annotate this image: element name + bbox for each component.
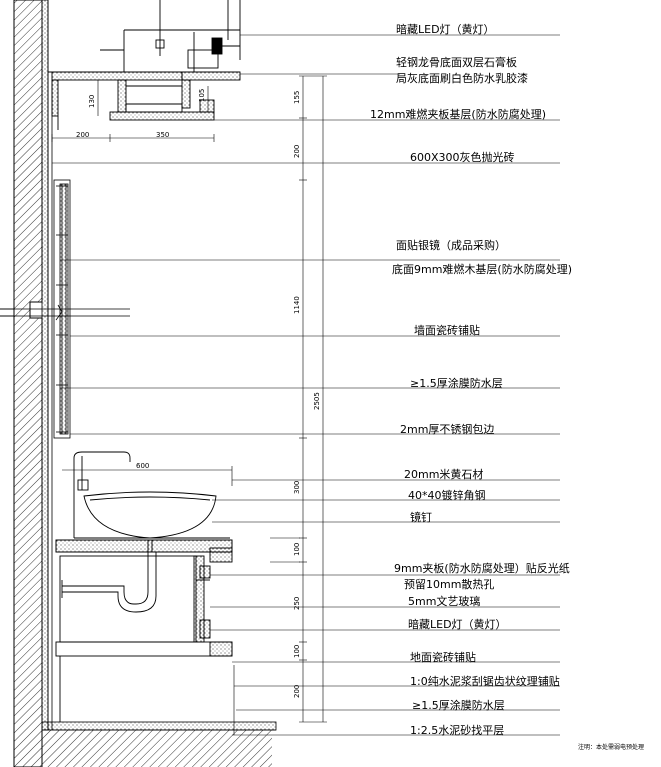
dim-300: 300 xyxy=(293,480,301,494)
vertical-dimension-chain xyxy=(270,75,327,723)
label-led-bottom: 暗藏LED灯（黄灯） xyxy=(408,618,507,631)
label-wall-tile: 墙面瓷砖铺贴 xyxy=(414,324,480,337)
countertop-and-cabinet xyxy=(55,539,233,722)
floor-layers xyxy=(41,721,277,767)
label-plywood-9: 9mm夹板(防水防腐处理）贴反光纸 xyxy=(394,562,570,575)
dim-155: 155 xyxy=(293,90,301,104)
dim-200-upper: 200 xyxy=(293,144,301,158)
label-mirror: 面贴银镜（成品采购） xyxy=(396,239,506,252)
dim-100-lower: 100 xyxy=(293,644,301,658)
label-glass-5: 5mm文艺玻璃 xyxy=(408,595,481,608)
wall-finish-layers xyxy=(41,0,53,731)
label-ceiling-1: 轻钢龙骨底面双层石膏板 xyxy=(396,56,517,69)
faucet-and-basin xyxy=(73,451,230,539)
leader-lines xyxy=(60,34,560,736)
label-plywood-12: 12mm难燃夹板基层(防水防腐处理) xyxy=(370,108,547,121)
label-floor-tile: 地面瓷砖铺贴 xyxy=(410,651,476,664)
label-mortar: 1:2.5水泥砂找平层 xyxy=(410,724,505,737)
ceiling-dimension-lines xyxy=(51,80,215,142)
dim-1140: 1140 xyxy=(293,296,301,314)
structural-wall xyxy=(0,0,43,767)
label-mirror-nail: 镜钉 xyxy=(410,511,432,524)
dim-100-upper: 100 xyxy=(293,542,301,556)
label-waterproof-1: ≥1.5厚涂膜防水层 xyxy=(410,377,503,390)
footnote: 注明：本处需弱电预处理 xyxy=(578,744,645,751)
label-board-9: 底面9mm难燃木基层(防水防腐处理) xyxy=(392,263,573,276)
label-angle-steel: 40*40镀锌角钢 xyxy=(408,489,486,502)
label-ceiling-2: 局灰底面刷白色防水乳胶漆 xyxy=(396,72,528,85)
dim-200-lower: 200 xyxy=(293,684,301,698)
dim-350: 350 xyxy=(156,131,170,139)
ceiling-structure xyxy=(48,0,241,130)
label-led-top: 暗藏LED灯（黄灯） xyxy=(396,23,495,36)
label-tile-600: 600X300灰色抛光砖 xyxy=(410,151,515,164)
dim-2505: 2505 xyxy=(313,392,321,410)
label-steel-2: 2mm厚不锈钢包边 xyxy=(400,423,495,436)
label-waterproof-2: ≥1.5厚涂膜防水层 xyxy=(412,699,505,712)
dim-105: 105 xyxy=(198,88,206,102)
label-vent: 预留10mm散热孔 xyxy=(404,578,495,591)
dim-600: 600 xyxy=(136,462,150,470)
mirror-assembly xyxy=(0,179,130,439)
dim-130: 130 xyxy=(88,94,96,108)
dim-250: 250 xyxy=(293,596,301,610)
label-stone-20: 20mm米黄石材 xyxy=(404,468,484,481)
counter-width-dimension xyxy=(62,466,233,486)
dim-200: 200 xyxy=(76,131,90,139)
label-cement-paste: 1:0纯水泥浆刮锯齿状纹理铺贴 xyxy=(410,675,560,688)
